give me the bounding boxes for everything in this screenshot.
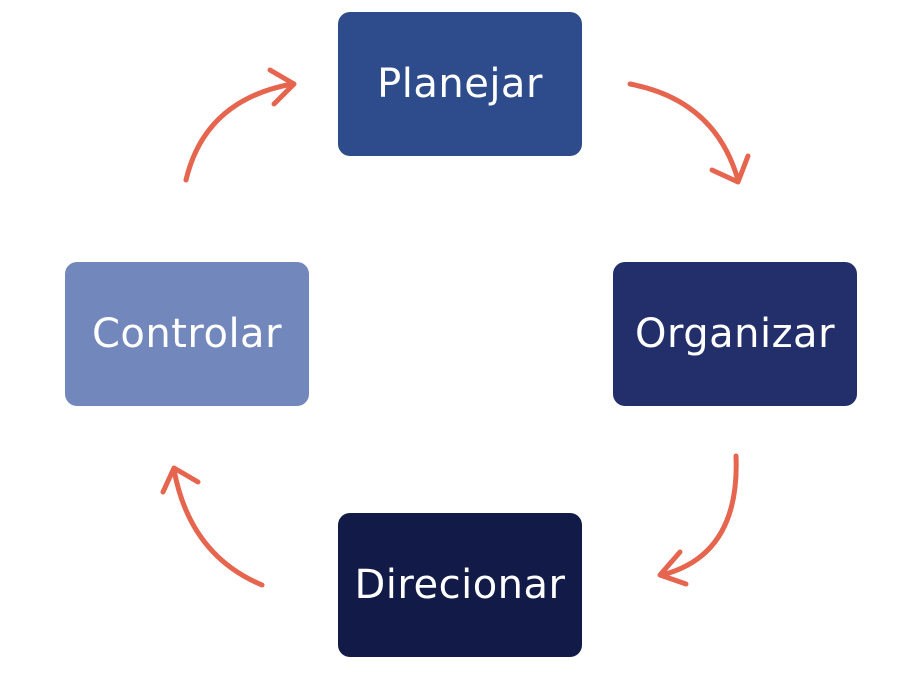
arrow-direcionar-to-controlar xyxy=(160,465,265,588)
step-label: Controlar xyxy=(91,311,283,357)
step-planejar: Planejar xyxy=(338,12,582,156)
arrow-organizar-to-direcionar xyxy=(657,453,739,587)
arrow-planejar-to-organizar xyxy=(627,81,751,185)
step-label: Direcionar xyxy=(354,562,566,608)
step-label: Organizar xyxy=(634,311,836,357)
step-direcionar: Direcionar xyxy=(338,513,582,657)
step-label: Planejar xyxy=(377,61,543,107)
step-organizar: Organizar xyxy=(613,262,857,406)
step-controlar: Controlar xyxy=(65,262,309,406)
arrow-controlar-to-planejar xyxy=(183,67,297,183)
